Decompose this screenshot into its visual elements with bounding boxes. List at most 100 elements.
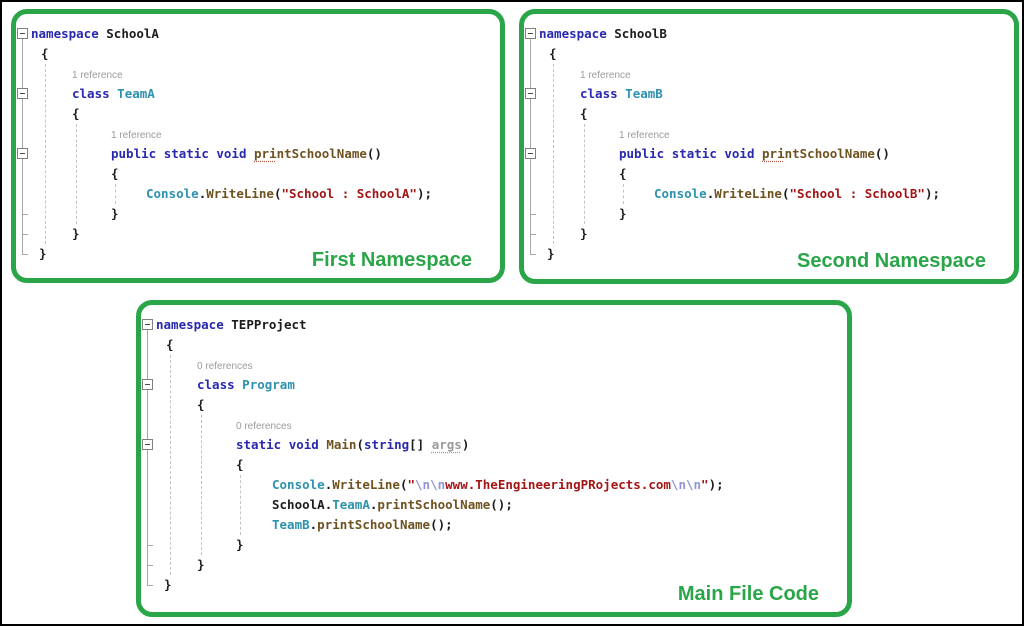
code-line: Console.WriteLine("\n\nwww.TheEngineerin… (141, 475, 847, 495)
code-token: (); (490, 497, 513, 512)
indent-guide (240, 475, 241, 535)
indent-guide (45, 64, 46, 244)
code-token: . (198, 186, 207, 201)
code-token: } (236, 537, 244, 552)
code-line: Console.WriteLine("School : SchoolA"); (16, 184, 500, 204)
code-line: class Program (141, 375, 847, 395)
code-line: { (524, 104, 1014, 124)
code-token: } (547, 246, 555, 261)
code-line: Console.WriteLine("School : SchoolB"); (524, 184, 1014, 204)
outline-region-end-tick (530, 214, 536, 215)
code-token: { (41, 46, 49, 61)
collapse-region-icon[interactable] (17, 148, 28, 159)
codelens-reference-count[interactable]: 1 reference (72, 70, 123, 81)
code-token: class (197, 377, 235, 392)
code-token: string (363, 437, 410, 452)
code-token: TeamB (625, 86, 663, 101)
code-token: ( (273, 186, 282, 201)
code-token: printSchoolName (317, 517, 431, 532)
code-token: } (39, 246, 47, 261)
code-line: 0 references (141, 355, 847, 375)
code-token: { (72, 106, 80, 121)
codelens-reference-count[interactable]: 1 reference (580, 70, 631, 81)
collapse-region-icon[interactable] (142, 439, 153, 450)
code-token: [] (409, 437, 432, 452)
code-token: } (580, 226, 588, 241)
code-line: } (16, 244, 500, 264)
code-line: TeamB.printSchoolName(); (141, 515, 847, 535)
code-token: namespace (156, 317, 224, 332)
code-line: class TeamA (16, 84, 500, 104)
code-token (664, 146, 672, 161)
code-token: () (874, 146, 890, 161)
code-token: ntSchoolName (276, 146, 367, 161)
code-token: TEPProject (231, 317, 307, 332)
collapse-region-icon[interactable] (142, 379, 153, 390)
code-token: static (671, 146, 717, 161)
code-line: { (16, 104, 500, 124)
code-token: . (369, 497, 378, 512)
code-line: public static void printSchoolName() (524, 144, 1014, 164)
code-token: Console (654, 186, 707, 201)
collapse-region-icon[interactable] (17, 88, 28, 99)
code-token: } (197, 557, 205, 572)
code-token: TeamA (332, 497, 370, 512)
code-line: } (524, 244, 1014, 264)
code-token: \n (670, 477, 686, 492)
code-token: pri (254, 146, 277, 161)
codelens-reference-count[interactable]: 0 references (197, 361, 253, 372)
code-token: } (164, 577, 172, 592)
code-token: void (216, 146, 247, 161)
code-token: "School : SchoolA" (281, 186, 417, 201)
indent-guide (201, 415, 202, 555)
code-line: 1 reference (16, 124, 500, 144)
code-token: { (549, 46, 557, 61)
outline-region-end-tick (530, 234, 536, 235)
code-token: Main (326, 437, 357, 452)
code-token: ( (356, 437, 364, 452)
code-token: ); (708, 477, 724, 492)
code-token: } (111, 206, 119, 221)
code-token: { (580, 106, 588, 121)
indent-guide (623, 184, 624, 204)
code-token: public (111, 146, 157, 161)
panel-caption-main-file: Main File Code (677, 583, 819, 605)
code-token: SchoolB (614, 26, 667, 41)
code-panel-main-file: namespace TEPProject {0 references class P… (136, 300, 852, 617)
codelens-reference-count[interactable]: 1 reference (619, 130, 670, 141)
collapse-region-icon[interactable] (17, 28, 28, 39)
outline-region-end-tick (147, 545, 153, 546)
codelens-reference-count[interactable]: 1 reference (111, 130, 162, 141)
code-line: { (524, 164, 1014, 184)
code-token: \n (685, 477, 702, 492)
code-token: } (72, 226, 80, 241)
code-token: () (366, 146, 382, 161)
collapse-region-icon[interactable] (525, 88, 536, 99)
outline-margin-line (22, 39, 23, 254)
outline-region-end-tick (147, 585, 153, 586)
code-token: ( (781, 186, 790, 201)
code-token: www.TheEngineeringPRojects.com (445, 477, 671, 492)
code-line: { (141, 335, 847, 355)
code-token: ( (399, 477, 408, 492)
collapse-region-icon[interactable] (525, 28, 536, 39)
code-token: " (701, 477, 709, 492)
code-token: TeamB (272, 517, 310, 532)
outline-region-end-tick (530, 254, 536, 255)
code-token: (); (430, 517, 453, 532)
code-token: \n (430, 477, 446, 492)
collapse-region-icon[interactable] (525, 148, 536, 159)
code-token: class (72, 86, 110, 101)
code-line: namespace TEPProject (141, 315, 847, 335)
collapse-region-icon[interactable] (142, 319, 153, 330)
code-editor-main-file: namespace TEPProject {0 references class P… (141, 305, 847, 612)
code-token: . (324, 477, 333, 492)
code-token: { (111, 166, 119, 181)
code-token: static (236, 437, 282, 452)
code-token: { (166, 337, 174, 352)
code-token: . (706, 186, 715, 201)
codelens-reference-count[interactable]: 0 references (236, 421, 292, 432)
